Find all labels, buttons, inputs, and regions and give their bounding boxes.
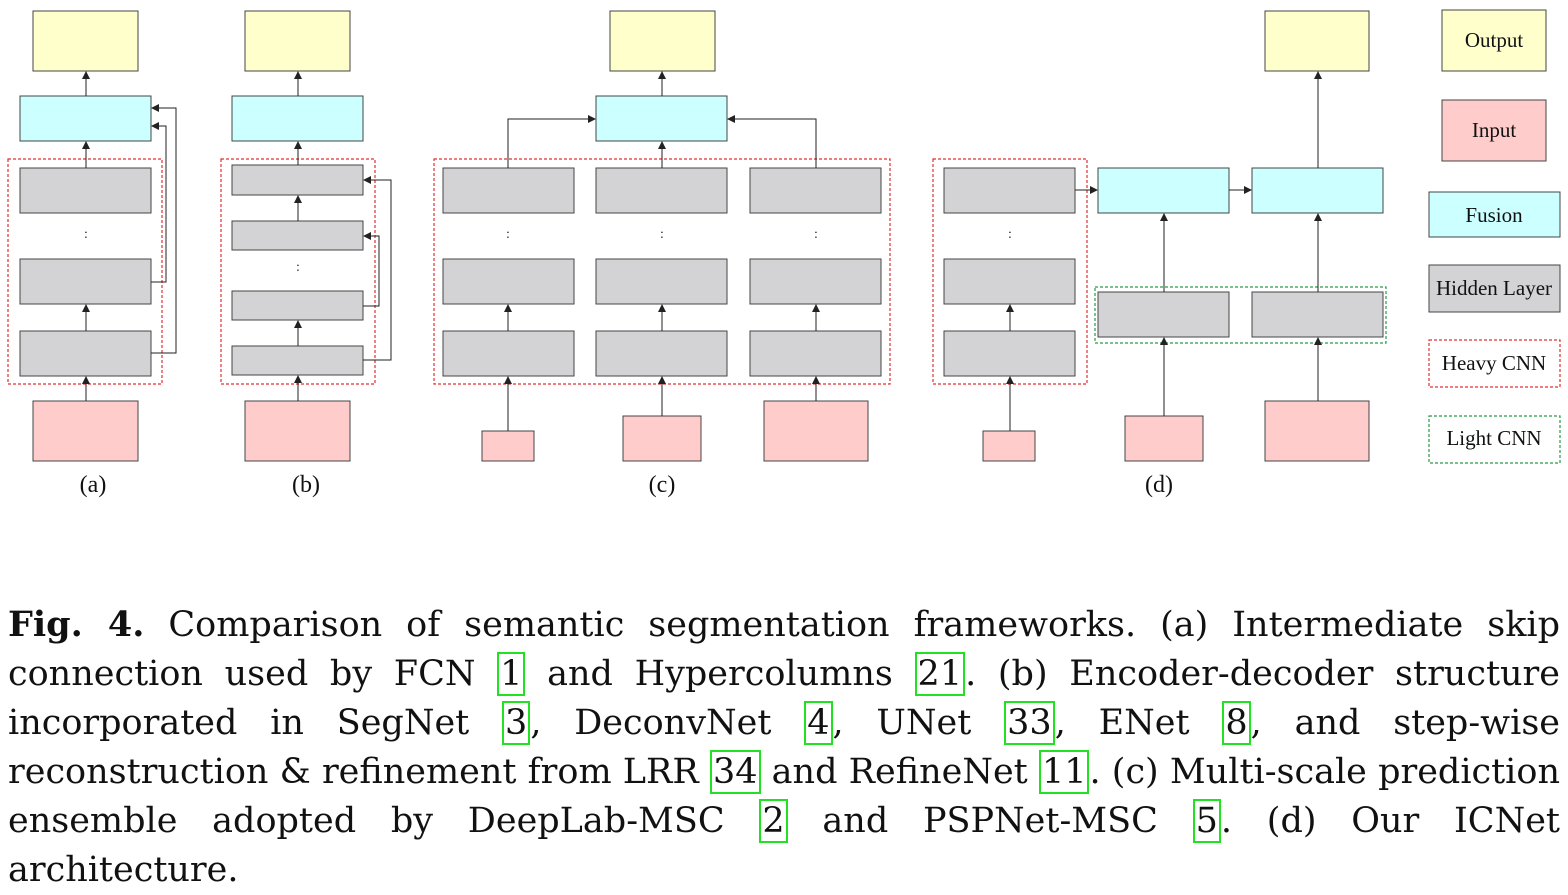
legend-input-swatch [1441, 99, 1547, 162]
ellipsis-c1: : [506, 227, 510, 242]
skip-connection-arrow [363, 232, 380, 307]
output-box [609, 10, 716, 72]
light-cnn-frame [1094, 286, 1387, 344]
input-box [244, 400, 351, 462]
citation-ref[interactable]: 34 [709, 750, 761, 794]
framework-diagram: (a) (b) (c) (d) : : : : : : Output Input… [7, 9, 1561, 498]
legend-fusion-swatch [1428, 191, 1561, 238]
hidden-layer-box [19, 258, 152, 305]
output-box [32, 10, 139, 72]
legend-heavy-swatch [1428, 339, 1561, 388]
output-box [244, 10, 351, 72]
caption-segment: , and step-wise reconstruction & refinem… [8, 703, 1560, 792]
hidden-layer-box [943, 167, 1076, 214]
input-box [481, 430, 535, 462]
legend-fusion-label: Fusion [1465, 203, 1523, 227]
caption-segment: . (b) Encoder-decoder structure incorpor… [8, 654, 1561, 743]
legend-hidden-swatch [1428, 264, 1561, 313]
ellipsis-d: : [1008, 227, 1012, 242]
skip-connection-arrow [363, 176, 392, 361]
caption-segment: , ENet [1054, 703, 1223, 743]
legend-input-label: Input [1472, 118, 1516, 142]
panel-label-d: (d) [1145, 472, 1173, 498]
input-box [32, 400, 139, 462]
connector-arrow [507, 115, 596, 168]
fusion-box [1251, 167, 1384, 214]
hidden-layer-box [943, 330, 1076, 377]
caption-segment: and PSPNet-MSC [787, 801, 1193, 841]
hidden-layer-box [1097, 291, 1230, 338]
caption-segment: , UNet [832, 703, 1005, 743]
hidden-layer-box [231, 290, 364, 321]
legend-heavy-label: Heavy CNN [1442, 351, 1546, 375]
legend-light-label: Light CNN [1446, 426, 1541, 450]
figure-label: Fig. 4. [8, 604, 145, 645]
skip-connection-arrow [151, 122, 167, 283]
input-box [763, 400, 869, 462]
hidden-layer-box [595, 330, 728, 377]
legend-output-swatch [1441, 9, 1547, 72]
panel-label-c: (c) [649, 472, 676, 498]
hidden-layer-box [442, 258, 575, 305]
citation-ref[interactable]: 11 [1038, 750, 1090, 794]
citation-ref[interactable]: 5 [1192, 799, 1221, 843]
fusion-box [595, 95, 728, 142]
panel-label-b: (b) [292, 472, 320, 498]
caption-segment: and RefineNet [760, 752, 1039, 792]
input-box [622, 415, 702, 462]
citation-ref[interactable]: 8 [1222, 701, 1251, 745]
legend-light-swatch [1428, 415, 1561, 464]
hidden-layer-box [749, 167, 882, 214]
fusion-box [231, 95, 364, 142]
citation-ref[interactable]: 1 [497, 652, 526, 696]
hidden-layer-box [595, 258, 728, 305]
hidden-layer-box [943, 258, 1076, 305]
skip-connection-arrow [151, 104, 177, 354]
caption-segment: . (c) Multi-scale prediction ensemble ad… [8, 752, 1560, 841]
hidden-layer-box [442, 330, 575, 377]
connector-arrow [727, 115, 817, 168]
hidden-layer-box [19, 330, 152, 377]
input-box [1124, 415, 1204, 462]
output-box [1264, 10, 1370, 72]
input-box [982, 430, 1036, 462]
citation-ref[interactable]: 4 [804, 701, 833, 745]
citation-ref[interactable]: 2 [759, 799, 788, 843]
caption-segment: , DeconvNet [530, 703, 805, 743]
caption-text: Comparison of semantic segmentation fram… [8, 605, 1560, 890]
ellipsis-c3: : [814, 227, 818, 242]
ellipsis-a: : [84, 227, 88, 242]
citation-ref[interactable]: 21 [914, 652, 966, 696]
hidden-layer-box [749, 258, 882, 305]
ellipsis-c2: : [660, 227, 664, 242]
hidden-layer-box [19, 167, 152, 214]
caption-segment: and Hypercolumns [525, 654, 915, 694]
legend-output-label: Output [1465, 28, 1524, 52]
ellipsis-b: : [296, 260, 300, 275]
fusion-box [1097, 167, 1230, 214]
hidden-layer-box [231, 345, 364, 376]
panel-label-a: (a) [80, 472, 107, 498]
input-box [1264, 400, 1370, 462]
figure-caption: Fig. 4. Comparison of semantic segmentat… [8, 600, 1560, 895]
hidden-layer-box [1251, 291, 1384, 338]
fusion-box [19, 95, 152, 142]
hidden-layer-box [749, 330, 882, 377]
caption-segment: Comparison of semantic segmentation fram… [8, 605, 1560, 694]
hidden-layer-box [442, 167, 575, 214]
hidden-layer-box [595, 167, 728, 214]
legend-hidden-label: Hidden Layer [1436, 276, 1552, 300]
heavy-cnn-frame [7, 158, 163, 385]
citation-ref[interactable]: 3 [502, 701, 531, 745]
hidden-layer-box [231, 164, 364, 196]
hidden-layer-box [231, 220, 364, 251]
citation-ref[interactable]: 33 [1004, 701, 1055, 745]
